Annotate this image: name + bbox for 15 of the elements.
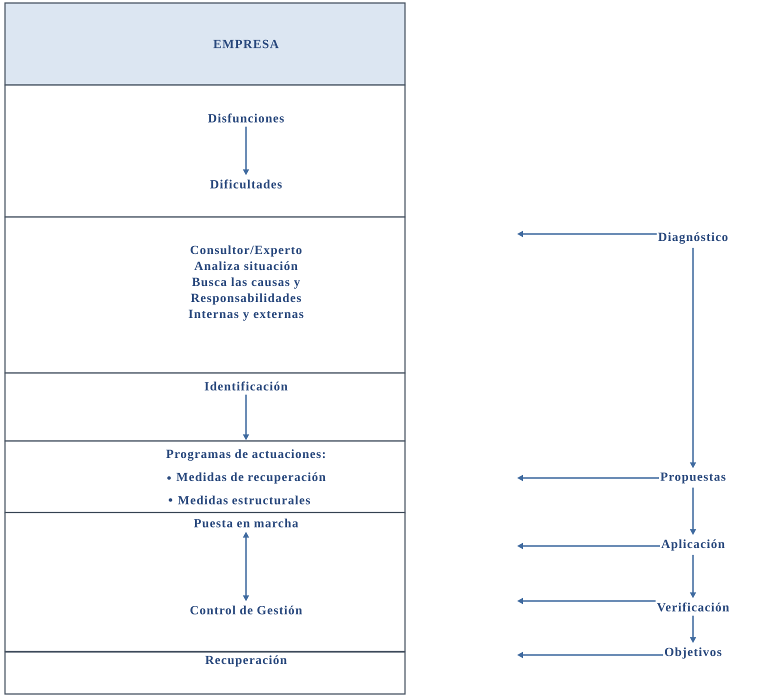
stage-label: Propuestas [660,472,726,484]
stage-band: Recuperación [4,651,406,695]
stage-label: Identificación [204,382,288,390]
stage-band [4,84,406,218]
stage-band: Programas de actuaciones: Medidas de recuperación Medidas estructurales [4,440,406,514]
stage-label: Dificultades [210,180,282,188]
stage-label: Aplicación [661,539,725,551]
header-band: EMPRESA [4,2,406,86]
stage-band [4,372,406,442]
stage-label: Verificación [656,602,729,612]
stage-label: Objetivos [664,647,722,659]
stage-label: Disfunciones [208,114,284,122]
stage-label: Control de Gestión [190,606,302,614]
stage-label: Puesta en marcha [194,518,298,528]
stage-label: Diagnóstico [658,232,728,244]
